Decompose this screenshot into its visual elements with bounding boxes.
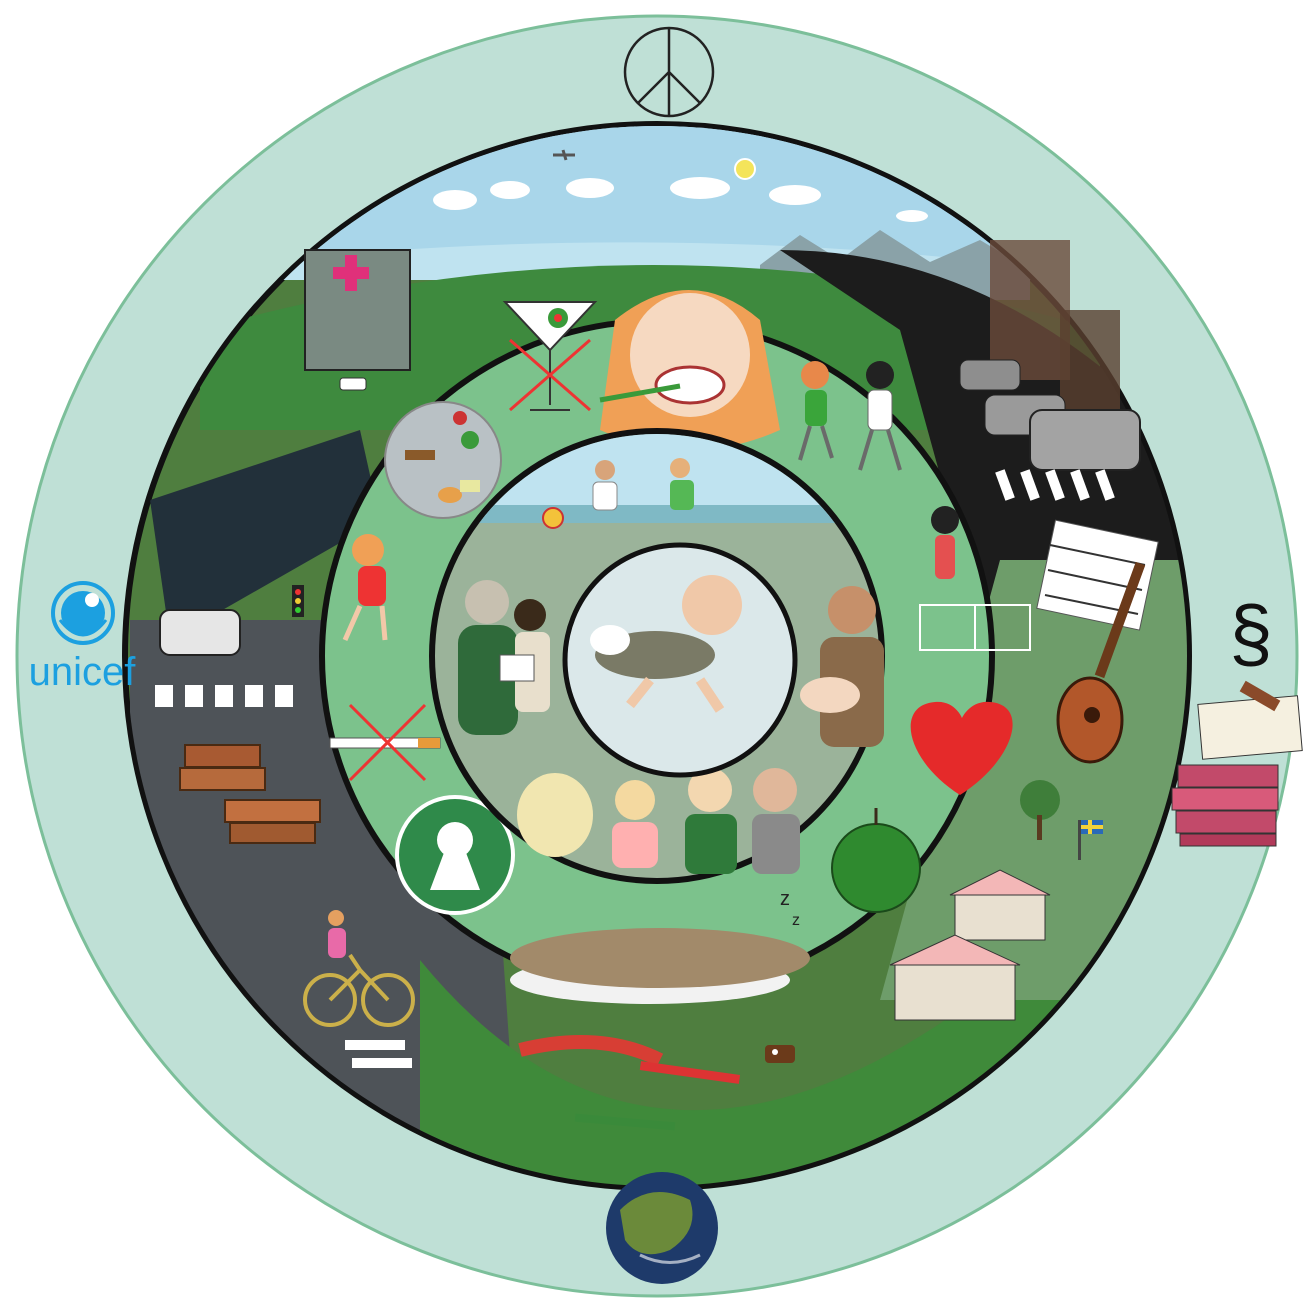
cyclist-rider xyxy=(328,910,346,958)
city-buildings-icon xyxy=(990,240,1120,410)
family-ring xyxy=(429,428,885,884)
crawling-baby-icon xyxy=(590,575,742,713)
no-alcohol-icon xyxy=(502,301,598,412)
heart-icon xyxy=(910,701,1013,795)
running-children-icon xyxy=(798,361,902,471)
center-circle xyxy=(562,542,798,778)
cow-icon xyxy=(765,1045,795,1063)
cars-icon xyxy=(959,359,1141,471)
traffic-light-icon xyxy=(292,585,304,617)
privacy-keyhole-icon xyxy=(395,795,515,915)
jumping-child-icon xyxy=(342,534,388,642)
family-group-icon xyxy=(517,768,800,874)
toothbrushing-child-icon xyxy=(599,290,780,450)
books-stack-icon xyxy=(179,744,321,844)
no-smoking-icon xyxy=(329,703,441,782)
cyclist-icon xyxy=(303,953,415,1027)
ambulance-icon xyxy=(339,377,367,391)
section-sign-icon: § xyxy=(1229,589,1272,677)
playing-children-beach-icon xyxy=(542,458,694,529)
peace-icon xyxy=(623,26,715,118)
svg-text:z: z xyxy=(780,888,790,910)
guitar-icon xyxy=(1056,561,1146,764)
crosswalk-icon-left xyxy=(155,685,293,707)
healthy-plate-icon xyxy=(384,401,502,519)
svg-text:z: z xyxy=(792,912,800,929)
clouds xyxy=(433,177,928,222)
crosswalk-icon-right xyxy=(995,469,1115,501)
crosswalk-icon-bottom xyxy=(345,1040,412,1068)
tree-icon xyxy=(1020,780,1060,840)
swedish-flag-icon xyxy=(1078,820,1103,860)
earth-icon xyxy=(606,1172,718,1284)
apple-icon xyxy=(831,808,921,913)
sleeping-child-icon: z z xyxy=(510,888,810,1004)
unicef-label: unicef xyxy=(29,650,137,694)
hospital-icon xyxy=(304,249,411,371)
father-holding-baby-icon xyxy=(800,586,884,747)
unicef-logo-icon xyxy=(51,581,115,645)
grandmother-reading-icon xyxy=(458,580,550,735)
law-books-icon xyxy=(1171,680,1303,847)
crayons-icon xyxy=(518,1035,741,1131)
countryside-houses-icon xyxy=(889,869,1051,1021)
car-icon-left xyxy=(159,609,241,656)
hopscotch-child-icon xyxy=(919,506,1031,651)
sun-icon xyxy=(734,158,756,180)
airplane-icon xyxy=(553,149,575,161)
